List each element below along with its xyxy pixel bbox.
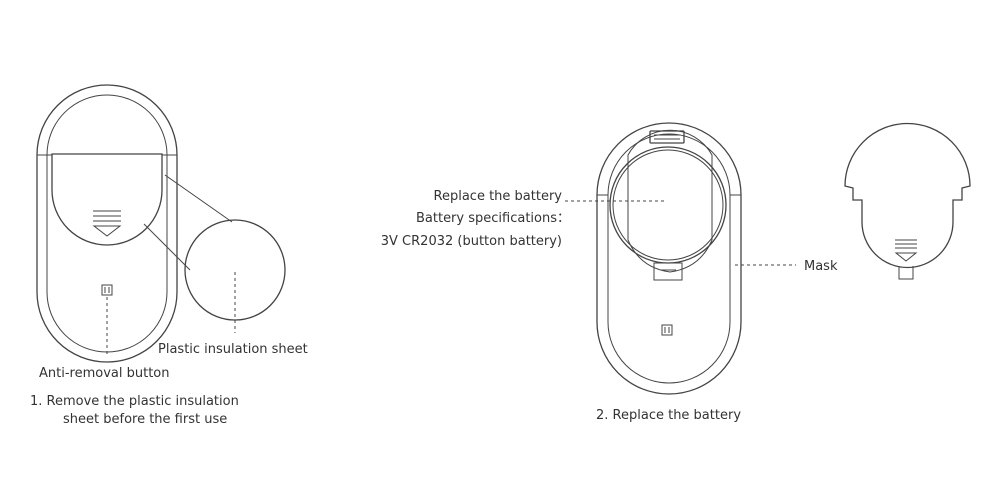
battery-cover xyxy=(51,153,163,246)
battery-model-label: 3V CR2032 (button battery) xyxy=(381,234,562,249)
device-open-view xyxy=(596,122,742,395)
mask-label: Mask xyxy=(804,259,838,274)
open-arrow-icon xyxy=(894,239,918,262)
device-body-outline xyxy=(36,84,178,363)
anti-removal-button-icon xyxy=(661,324,673,336)
mask-cover xyxy=(844,122,971,280)
battery-contact xyxy=(653,262,683,281)
step2-caption: 2. Replace the battery xyxy=(596,408,741,423)
plastic-insulation-sheet-label: Plastic insulation sheet xyxy=(158,342,308,357)
open-arrow-icon xyxy=(92,210,122,237)
battery-clip xyxy=(649,130,685,144)
battery-specifications-label: Battery specifications： xyxy=(416,211,570,226)
device-cover-inner xyxy=(46,94,168,353)
replace-battery-label: Replace the battery xyxy=(434,189,563,204)
device-body-outline xyxy=(596,122,742,395)
anti-removal-button-icon xyxy=(101,284,113,296)
battery-compartment xyxy=(627,129,713,273)
anti-removal-button-label: Anti-removal button xyxy=(39,366,170,381)
device-front-view xyxy=(36,84,178,363)
step1-caption-line1: 1. Remove the plastic insulation xyxy=(30,394,239,409)
coin-battery xyxy=(609,146,727,264)
step1-caption-line2: sheet before the first use xyxy=(63,412,227,427)
insulation-sheet-callout xyxy=(143,174,286,333)
